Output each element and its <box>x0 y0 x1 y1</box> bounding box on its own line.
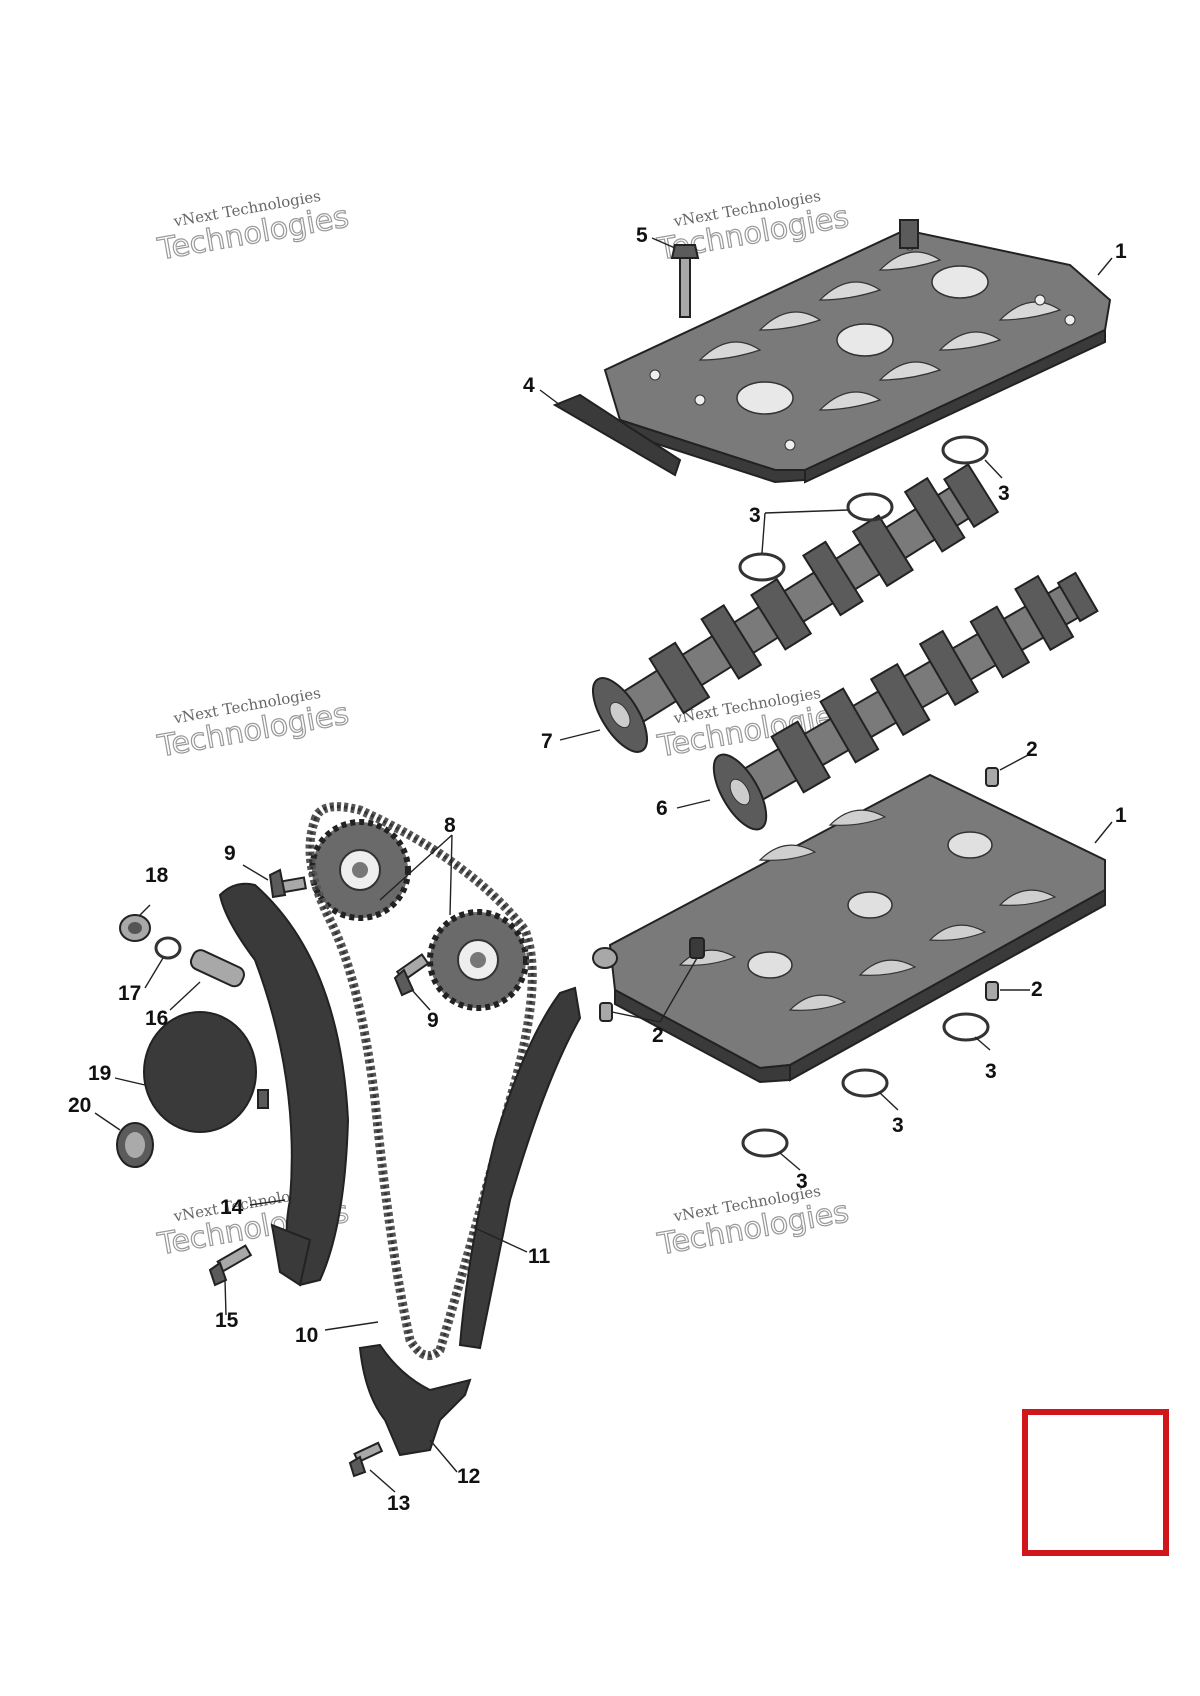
callout-label: 11 <box>528 1245 551 1268</box>
callout-label: 7 <box>541 730 553 753</box>
bolt <box>393 953 430 997</box>
bolt <box>670 244 700 318</box>
callout-label: 8 <box>444 814 456 837</box>
dowel-pin-group <box>599 767 999 1022</box>
watermark: Technologies vNext Technologies <box>654 1182 852 1263</box>
seal-ring <box>116 1122 154 1168</box>
callout-label: 4 <box>523 374 535 397</box>
tensioner-plunger <box>189 949 245 988</box>
spring-clip-group <box>738 435 990 1158</box>
spring-clip <box>841 1068 889 1098</box>
callout-label: 18 <box>145 864 169 887</box>
camshaft-carrier-lower <box>592 773 1106 1084</box>
bolt <box>348 1441 384 1478</box>
callout-label: 13 <box>387 1492 410 1515</box>
timing-chain <box>305 802 537 1361</box>
lower-guide <box>358 1343 472 1457</box>
callout-label: 9 <box>427 1009 439 1032</box>
spring-clip <box>738 552 786 582</box>
leader-lines <box>94 237 1113 1493</box>
spring-clip <box>942 1012 990 1042</box>
camshaft-phaser <box>143 1011 269 1133</box>
camshaft-intake <box>592 463 1000 753</box>
callout-label: 3 <box>892 1114 904 1137</box>
callout-label: 14 <box>220 1196 244 1219</box>
callout-label: 3 <box>998 482 1010 505</box>
highlight-frame <box>1022 1409 1169 1556</box>
callout-label: 2 <box>1031 978 1043 1001</box>
dowel-pin <box>985 767 999 787</box>
callout-label: 17 <box>118 982 141 1005</box>
callout-label: 20 <box>68 1094 91 1117</box>
fixed-guide <box>458 986 582 1350</box>
watermark: Technologies vNext Technologies <box>154 187 352 268</box>
callout-label: 10 <box>295 1324 318 1347</box>
callout-label: 1 <box>1115 804 1127 827</box>
dowel-pin <box>599 1002 613 1022</box>
sprocket-intake <box>309 819 411 921</box>
guide-rail-small <box>552 393 682 477</box>
callout-label: 5 <box>636 224 648 247</box>
o-ring <box>154 936 182 960</box>
callout-label: 3 <box>749 504 761 527</box>
dowel-pin <box>985 981 999 1001</box>
spring-clip <box>846 492 894 522</box>
spring-clip <box>741 1128 789 1158</box>
camshaft-exhaust <box>712 571 1099 831</box>
callout-label: 2 <box>652 1024 664 1047</box>
callout-label: 12 <box>457 1465 480 1488</box>
watermark: Technologies vNext Technologies <box>154 684 352 765</box>
bolt <box>268 868 307 899</box>
bolt <box>208 1244 253 1287</box>
callout-label: 3 <box>796 1170 808 1193</box>
callout-label: 19 <box>88 1062 111 1085</box>
callout-label: 6 <box>656 797 668 820</box>
callout-labels: 1 1 2 2 2 2 3 3 3 3 3 3 4 5 6 7 8 9 9 10… <box>68 224 1127 1515</box>
callout-label: 16 <box>145 1007 168 1030</box>
callout-label: 2 <box>1026 738 1038 761</box>
tensioner-cap <box>119 914 151 942</box>
callout-label: 9 <box>224 842 236 865</box>
callout-label: 15 <box>215 1309 239 1332</box>
callout-label: 1 <box>1115 240 1127 263</box>
tensioner-guide <box>218 882 350 1287</box>
sprocket-exhaust <box>427 909 529 1011</box>
callout-label: 3 <box>985 1060 997 1083</box>
camshaft-carrier-upper <box>603 219 1112 484</box>
spring-clip <box>941 435 989 465</box>
